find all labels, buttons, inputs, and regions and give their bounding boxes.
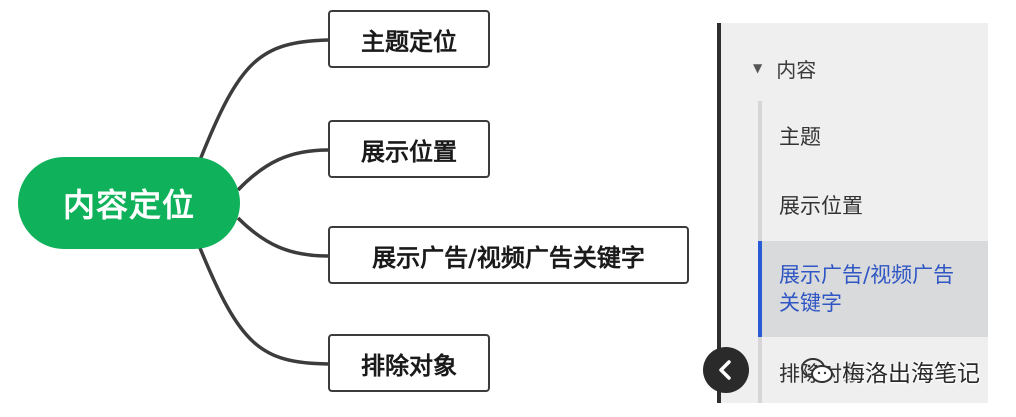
content-sidebar: ▼ 内容 主题 展示位置 展示广告/视频广告 关键字 排除对象 [717, 23, 1000, 403]
connector-line [198, 247, 329, 366]
caret-down-icon: ▼ [753, 61, 763, 75]
watermark-text: 梅洛出海笔记 [842, 361, 980, 387]
sidebar-item-label: 主题 [779, 125, 821, 149]
mind-map: 内容定位 主题定位 展示位置 展示广告/视频广告关键字 排除对象 [18, 10, 689, 392]
sidebar-item-topic[interactable]: 主题 [758, 120, 988, 154]
connector-line [236, 148, 329, 192]
connector-line [236, 216, 329, 258]
section-header-content[interactable]: ▼ 内容 [753, 53, 816, 83]
section-label: 内容 [776, 57, 817, 82]
root-node[interactable]: 内容定位 [18, 157, 240, 249]
chevron-left-icon [719, 360, 731, 380]
branch-node-exclusions[interactable]: 排除对象 [328, 334, 490, 392]
wechat-icon [801, 358, 833, 383]
sidebar-item-placement[interactable]: 展示位置 [758, 189, 988, 223]
connector-line [198, 38, 329, 161]
connector-lines [198, 38, 329, 366]
branch-node-topic[interactable]: 主题定位 [328, 10, 490, 68]
branch-node-placement[interactable]: 展示位置 [328, 120, 490, 178]
panel-edge [717, 23, 721, 403]
sidebar-item-label: 展示位置 [779, 194, 863, 218]
sidebar-item-label-line2: 关键字 [779, 291, 842, 315]
panel-divider [988, 23, 1000, 403]
back-button[interactable] [703, 347, 749, 393]
sidebar-item-keywords[interactable]: 展示广告/视频广告 关键字 [758, 241, 988, 337]
sidebar-item-label: 展示广告/视频广告 [779, 263, 955, 287]
branch-node-keywords[interactable]: 展示广告/视频广告关键字 [328, 226, 689, 284]
watermark: 梅洛出海笔记 [800, 355, 980, 387]
